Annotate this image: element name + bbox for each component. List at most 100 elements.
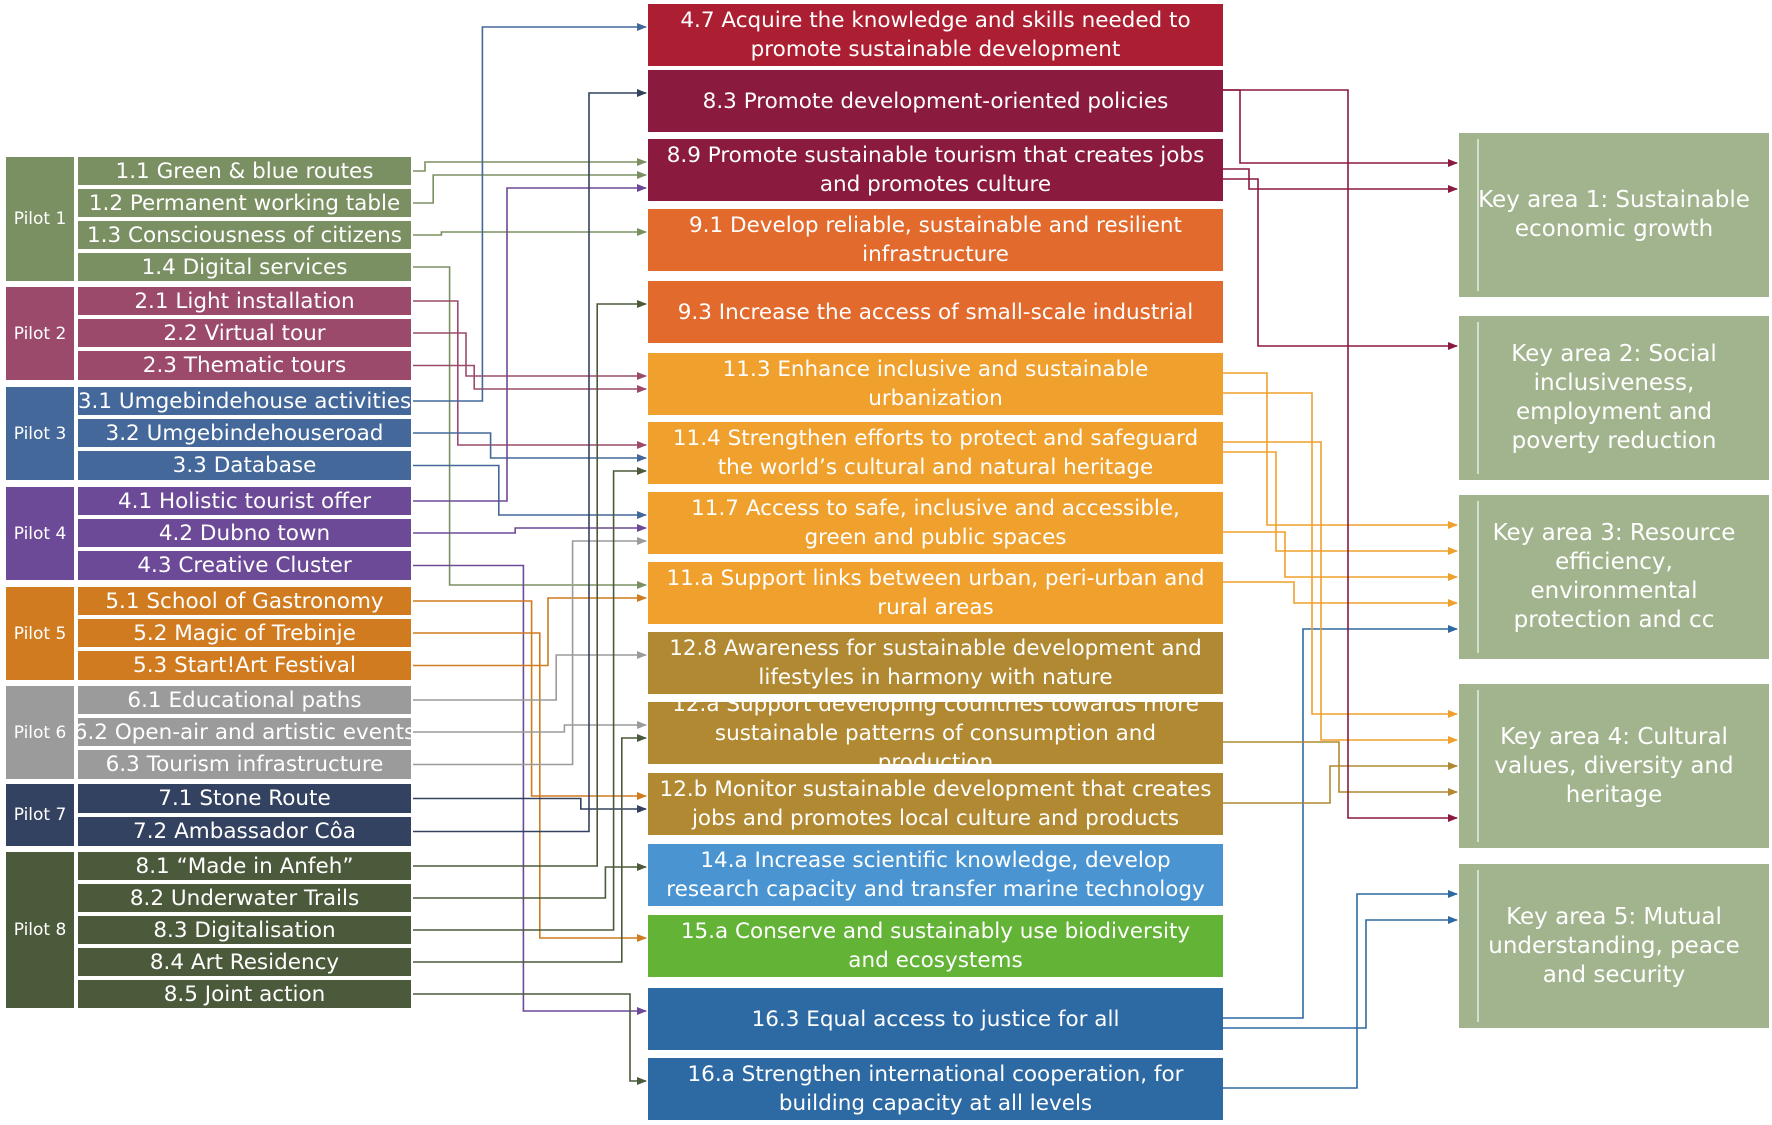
pilot-4-label: Pilot 4	[4, 485, 76, 582]
link-action-1.4-to-t11.a	[413, 266, 647, 589]
action-1-3: 1.3 Consciousness of citizens	[76, 219, 413, 251]
action-5-1: 5.1 School of Gastronomy	[76, 585, 413, 617]
action-3-3: 3.3 Database	[76, 449, 413, 482]
link-action-2.1-to-t11.4	[413, 300, 647, 449]
sdg-target-15-a: 15.a Conserve and sustainably use biodiv…	[648, 915, 1223, 977]
link-target-t11.7-to-k3	[1223, 531, 1458, 581]
action-5-3: 5.3 Start!Art Festival	[76, 649, 413, 682]
link-target-t12.a-to-k4	[1223, 741, 1458, 796]
link-action-8.5-to-t16.a	[413, 993, 647, 1085]
key-area-1: Key area 1: Sustainable economic growth	[1459, 133, 1769, 297]
sdg-target-12-b: 12.b Monitor sustainable development tha…	[648, 773, 1223, 835]
sdg-target-11-a: 11.a Support links between urban, peri-u…	[648, 562, 1223, 624]
action-8-1: 8.1 “Made in Anfeh”	[76, 850, 413, 882]
link-target-t11.4-to-k3	[1223, 451, 1458, 555]
link-action-7.1-to-t12.b	[413, 797, 647, 813]
key-area-divider	[1477, 322, 1479, 474]
action-5-2: 5.2 Magic of Trebinje	[76, 617, 413, 649]
action-3-2: 3.2 Umgebindehouseroad	[76, 417, 413, 449]
sdg-target-16-a: 16.a Strengthen international cooperatio…	[648, 1058, 1223, 1120]
key-area-divider	[1477, 690, 1479, 842]
action-3-1: 3.1 Umgebindehouse activities	[76, 385, 413, 417]
key-area-4: Key area 4: Cultural values, diversity a…	[1459, 684, 1769, 848]
action-1-2: 1.2 Permanent working table	[76, 187, 413, 219]
sdg-target-12-8: 12.8 Awareness for sustainable developme…	[648, 632, 1223, 694]
link-action-6.1-to-t12.8	[413, 651, 647, 701]
key-area-5: Key area 5: Mutual understanding, peace …	[1459, 864, 1769, 1028]
link-target-t16.3-to-k3	[1223, 625, 1458, 1019]
link-target-t16.3-to-k5	[1223, 916, 1458, 1029]
action-7-2: 7.2 Ambassador Côa	[76, 815, 413, 848]
key-area-divider	[1477, 501, 1479, 653]
link-action-3.3-to-t11.7	[413, 464, 647, 519]
link-action-8.1-to-t9.3	[413, 300, 647, 867]
sdg-target-14-a: 14.a Increase scientific knowledge, deve…	[648, 844, 1223, 906]
action-6-1: 6.1 Educational paths	[76, 684, 413, 716]
key-area-2: Key area 2: Social inclusiveness, employ…	[1459, 316, 1769, 480]
link-target-t11.a-to-k3	[1223, 581, 1458, 607]
link-action-1.1-to-t8.9	[413, 158, 647, 172]
link-target-t8.3-to-k1	[1223, 89, 1458, 167]
link-action-5.1-to-t12.b	[413, 600, 647, 800]
link-action-6.2-to-t12.a	[413, 721, 647, 733]
action-4-1: 4.1 Holistic tourist offer	[76, 485, 413, 517]
link-target-t8.3-to-k4	[1223, 89, 1458, 822]
action-8-5: 8.5 Joint action	[76, 978, 413, 1010]
pilot-8-label: Pilot 8	[4, 850, 76, 1010]
action-1-1: 1.1 Green & blue routes	[76, 155, 413, 187]
action-2-3: 2.3 Thematic tours	[76, 349, 413, 382]
pilot-3-label: Pilot 3	[4, 385, 76, 482]
link-action-1.2-to-t8.9	[413, 171, 647, 204]
sdg-target-8-9: 8.9 Promote sustainable tourism that cre…	[648, 139, 1223, 201]
action-1-4: 1.4 Digital services	[76, 251, 413, 283]
link-action-8.4-to-t12.a	[413, 734, 647, 963]
link-target-t11.3-to-k3	[1223, 372, 1458, 529]
link-action-4.3-to-t16.3	[413, 564, 647, 1015]
sdg-target-11-7: 11.7 Access to safe, inclusive and acces…	[648, 492, 1223, 554]
pilot-6-label: Pilot 6	[4, 684, 76, 781]
action-6-3: 6.3 Tourism infrastructure	[76, 748, 413, 781]
action-6-2: 6.2 Open-air and artistic events	[74, 716, 415, 748]
key-area-3: Key area 3: Resource efficiency, environ…	[1459, 495, 1769, 659]
link-action-1.3-to-t9.1	[413, 228, 647, 236]
key-area-divider	[1477, 139, 1479, 291]
link-action-4.1-to-t8.9	[413, 184, 647, 502]
pilot-1-label: Pilot 1	[4, 155, 76, 283]
link-target-t16.a-to-k5	[1223, 890, 1458, 1089]
link-action-2.3-to-t11.3	[413, 364, 647, 393]
sdg-target-11-4: 11.4 Strengthen efforts to protect and s…	[648, 422, 1223, 484]
sdg-target-12-a: 12.a Support developing countries toward…	[648, 692, 1223, 775]
key-area-divider	[1477, 870, 1479, 1022]
action-8-3: 8.3 Digitalisation	[76, 914, 413, 946]
link-action-8.2-to-t14.a	[413, 863, 647, 899]
action-2-2: 2.2 Virtual tour	[76, 317, 413, 349]
action-8-4: 8.4 Art Residency	[76, 946, 413, 978]
action-7-1: 7.1 Stone Route	[76, 782, 413, 815]
action-8-2: 8.2 Underwater Trails	[76, 882, 413, 914]
pilot-7-label: Pilot 7	[4, 782, 76, 848]
link-action-7.2-to-t8.3	[413, 89, 647, 833]
link-action-3.2-to-t11.4	[413, 432, 647, 462]
link-action-3.1-to-t4.7	[413, 23, 647, 402]
link-action-2.2-to-t11.3	[413, 332, 647, 380]
sdg-target-4-7: 4.7 Acquire the knowledge and skills nee…	[648, 4, 1223, 66]
sdg-target-11-3: 11.3 Enhance inclusive and sustainable u…	[648, 353, 1223, 415]
sdg-target-9-3: 9.3 Increase the access of small-scale i…	[648, 281, 1223, 343]
link-action-4.2-to-t11.7	[413, 524, 647, 534]
link-target-t12.b-to-k4	[1223, 762, 1458, 804]
link-action-6.3-to-t11.7	[413, 537, 647, 766]
pilot-5-label: Pilot 5	[4, 585, 76, 682]
action-4-3: 4.3 Creative Cluster	[76, 549, 413, 582]
action-4-2: 4.2 Dubno town	[76, 517, 413, 549]
link-target-t11.3-to-k4	[1223, 392, 1458, 718]
link-action-8.3-to-t11.4	[413, 467, 647, 931]
link-target-t11.4-to-k4	[1223, 441, 1458, 744]
link-target-t8.9-to-k2	[1223, 178, 1458, 350]
sdg-target-9-1: 9.1 Develop reliable, sustainable and re…	[648, 209, 1223, 271]
link-action-5.2-to-t15.a	[413, 632, 647, 942]
action-2-1: 2.1 Light installation	[76, 285, 413, 317]
pilot-2-label: Pilot 2	[4, 285, 76, 382]
sdg-target-16-3: 16.3 Equal access to justice for all	[648, 988, 1223, 1050]
sdg-target-8-3: 8.3 Promote development-oriented policie…	[648, 70, 1223, 132]
